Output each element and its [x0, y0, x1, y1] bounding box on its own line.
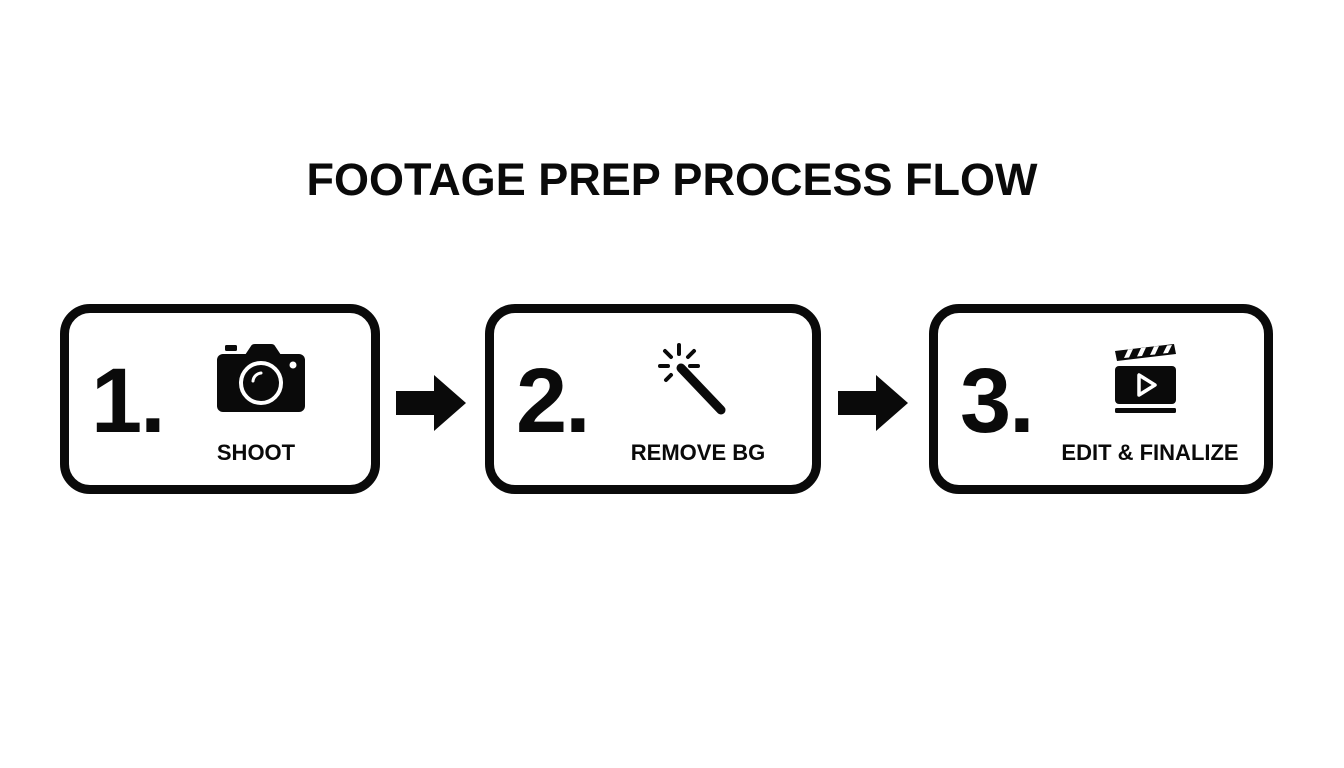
diagram-title: FOOTAGE PREP PROCESS FLOW	[306, 154, 1038, 205]
arrow-right-icon	[396, 375, 468, 431]
camera-icon	[217, 343, 307, 415]
step-number: 3.	[960, 350, 1035, 452]
clapperboard-play-icon	[1114, 343, 1178, 415]
step-label: REMOVE BG	[630, 440, 766, 465]
step-label: SHOOT	[216, 440, 296, 465]
arrow-right-icon	[838, 375, 910, 431]
step-number: 1.	[91, 350, 166, 452]
step-label: EDIT & FINALIZE	[1061, 440, 1239, 465]
step-shoot: 1. SHOOT	[60, 304, 380, 494]
magic-wand-icon	[657, 343, 729, 415]
step-number: 2.	[516, 350, 591, 452]
step-edit-finalize: 3. EDIT & FINALIZE	[929, 304, 1273, 494]
step-remove-bg: 2. REMOVE BG	[485, 304, 821, 494]
